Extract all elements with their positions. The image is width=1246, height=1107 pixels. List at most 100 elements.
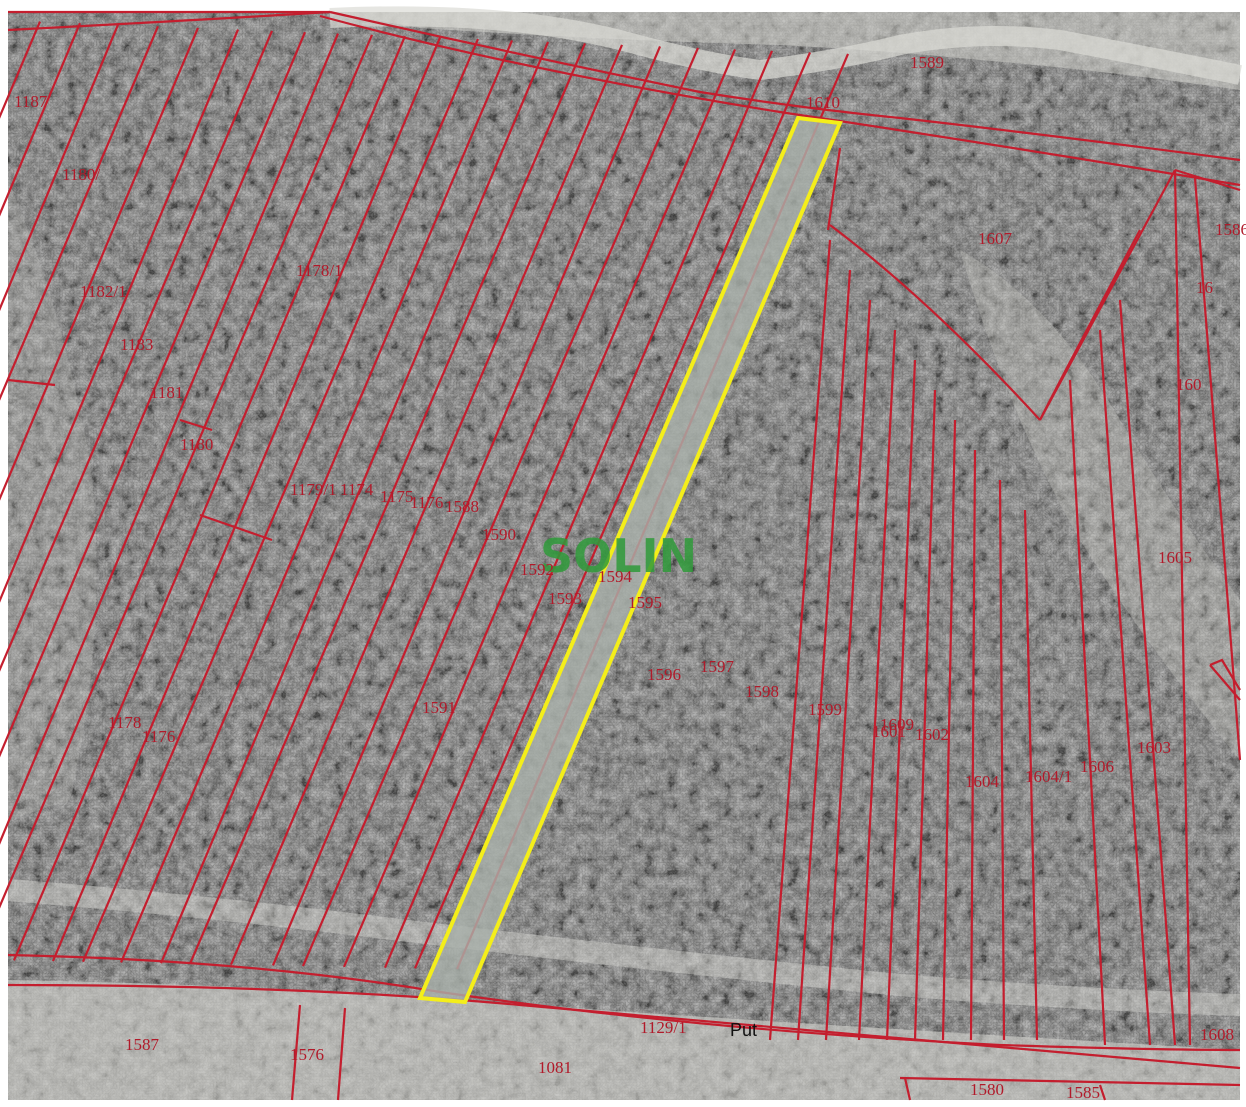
parcel-label: 1576 — [290, 1045, 324, 1064]
parcel-boundary-line — [1098, 1084, 1107, 1101]
parcel-boundary-line — [0, 25, 160, 401]
watermark: SOLIN — [540, 529, 697, 583]
parcel-label: 1585 — [1066, 1083, 1100, 1102]
parcel-boundary-line — [969, 449, 977, 1041]
parcel-label: 1607 — [978, 229, 1013, 248]
parcel-boundary-line — [0, 33, 340, 845]
parcel-label: 1180 — [180, 435, 213, 454]
parcel-boundary-line — [768, 239, 832, 1041]
parcel-label: 1183 — [120, 335, 153, 354]
parcel-label: 1601 — [872, 722, 906, 741]
parcel-boundary-line — [7, 953, 1241, 1052]
parcel-boundary-line — [1023, 509, 1039, 1041]
light-terrain-right — [960, 250, 1240, 760]
parcel-boundary-line — [0, 27, 200, 501]
parcel-boundary-line — [319, 14, 1241, 187]
parcel-labels: 11871180/1182/11183118111801178/11178117… — [14, 53, 1246, 1102]
parcel-boundary-line — [0, 29, 240, 603]
parcel-label: 1605 — [1158, 548, 1192, 567]
parcel-label: 1176 — [142, 727, 175, 746]
parcel-boundary-line — [1118, 299, 1177, 1046]
light-terrain-bottom — [8, 980, 1240, 1100]
parcel-label: 1081 — [538, 1058, 572, 1077]
parcel-boundary-line — [383, 50, 774, 969]
parcel-label: 1609 — [880, 715, 914, 734]
parcel-boundary-line — [81, 38, 480, 963]
parcel-boundary-line — [1068, 379, 1107, 1046]
parcel-boundary-line — [0, 31, 307, 758]
parcel-label: 1592 — [520, 560, 554, 579]
road-label: Put — [730, 1020, 757, 1040]
parcel-boundary-line — [1209, 664, 1241, 701]
parcel-boundary-line — [998, 479, 1006, 1041]
parcel-boundary-line — [7, 10, 331, 32]
parcel-boundary-line — [829, 224, 1041, 421]
parcel-label: 1187 — [14, 92, 48, 111]
parcel-boundary-line — [229, 44, 624, 966]
parcel-boundary-line — [271, 45, 662, 966]
dirt-road-bottom — [7, 879, 1241, 1016]
parcel-boundary-line — [179, 418, 213, 432]
parcel-label: 1590 — [482, 525, 516, 544]
parcel-boundary-line — [903, 1077, 912, 1101]
parcel-boundary-line — [913, 389, 937, 1041]
parcel-boundary-line — [941, 419, 957, 1041]
parcel-label: 1175 — [380, 487, 413, 506]
parcel-label: 1608 — [1200, 1025, 1234, 1044]
parcel-boundary-line — [1039, 229, 1141, 421]
parcel-boundary-line — [824, 299, 872, 1041]
parcel-boundary-line — [857, 329, 897, 1041]
parcel-label: 1178 — [108, 713, 141, 732]
parcel-boundary-line — [119, 40, 514, 963]
parcel-label: 1595 — [628, 593, 662, 612]
parcel-boundary-line — [0, 22, 82, 217]
parcel-label: 1180/ — [62, 165, 100, 184]
parcel-label: 1587 — [125, 1035, 160, 1054]
parcel-boundary-line — [342, 48, 737, 968]
parcel-boundary-line — [1193, 177, 1242, 761]
parcel-label: 1593 — [548, 589, 582, 608]
parcel-label: 1599 — [808, 700, 842, 719]
parcel-boundary-line — [7, 378, 56, 387]
parcel-boundary-line — [0, 24, 120, 312]
parcel-label: 1610 — [806, 93, 840, 112]
parcel-label: 160 — [1176, 375, 1202, 394]
highlighted-parcel[interactable] — [417, 115, 843, 1005]
parcel-label: 1589 — [910, 53, 944, 72]
parcel-boundary-line — [301, 47, 700, 967]
parcel-boundary-line — [0, 30, 274, 672]
parcel-boundary-line — [1098, 329, 1152, 1046]
parcel-label: 1594 — [598, 567, 633, 586]
parcel-label: 1174 — [340, 480, 374, 499]
parcel-label: 1586 — [1215, 220, 1246, 239]
parcel-label: 1179/1 — [290, 480, 337, 499]
parcel-boundary-line — [336, 1007, 347, 1101]
parcel-label: 16 — [1196, 278, 1213, 297]
parcel-boundary-line — [199, 513, 273, 542]
parcel-label: 1182/1 — [80, 282, 127, 301]
parcel-label: 1602 — [915, 725, 949, 744]
parcel-label: 1176 — [410, 493, 443, 512]
parcel-boundary-line — [1174, 168, 1241, 192]
light-terrain-left — [8, 180, 97, 820]
parcel-boundary-line — [290, 1004, 302, 1101]
parcel-boundary-line — [796, 269, 852, 1041]
parcel-boundary-line — [1209, 658, 1241, 691]
dirt-road-top — [329, 6, 1242, 85]
parcel-label: 1178/1 — [296, 261, 343, 280]
parcel-label: 1181 — [150, 383, 183, 402]
parcel-label: 1129/1 — [640, 1018, 687, 1037]
parcel-label: 1598 — [745, 682, 779, 701]
parcel-boundary-line — [826, 147, 842, 231]
parcel-boundary-line — [1173, 169, 1192, 1046]
parcel-boundary-line — [51, 37, 442, 962]
parcel-label: 1591 — [422, 698, 456, 717]
parcel-boundary-line — [885, 359, 917, 1041]
parcel-boundary-line — [188, 42, 587, 965]
parcel-label: 1580 — [970, 1080, 1004, 1099]
parcel-label: 1606 — [1080, 757, 1114, 776]
parcel-label: 1588 — [445, 497, 479, 516]
parcel-label: 1597 — [700, 657, 735, 676]
parcel-boundary-line — [329, 10, 1241, 162]
